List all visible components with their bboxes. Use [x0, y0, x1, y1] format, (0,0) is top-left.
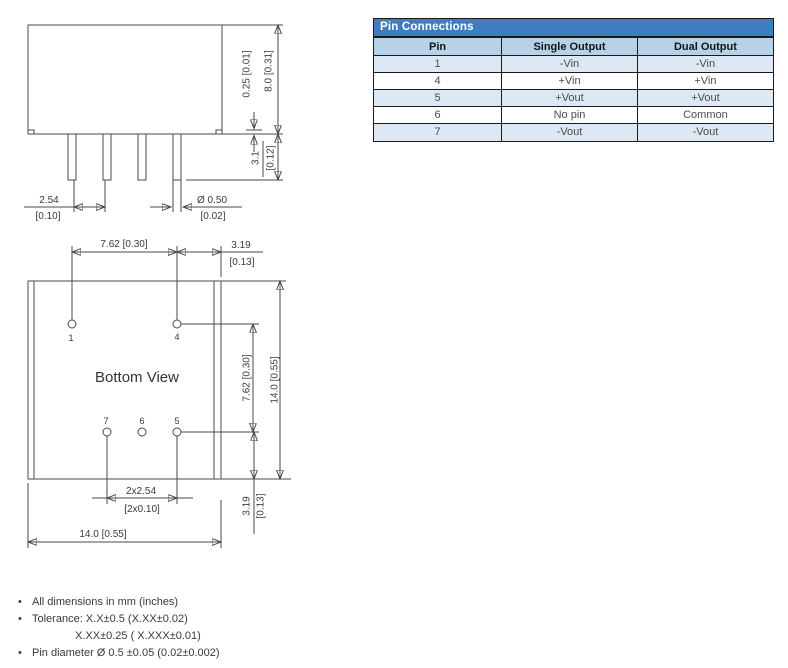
- column-header-dual-output: Dual Output: [636, 37, 773, 56]
- dim-standoff: 0.25 [0.01]: [242, 50, 253, 97]
- module-body-notches: [28, 129, 222, 134]
- dim-bottom-overall: 14.0 [0.55]: [79, 529, 126, 540]
- note-tolerance: • Tolerance: X.X±0.5 (X.XX±0.02): [18, 612, 418, 626]
- table-row: 1 -Vin -Vin: [374, 55, 773, 73]
- cell-single-output: No pin: [501, 106, 638, 124]
- pin-7-hole: [102, 427, 112, 437]
- table-row: 6 No pin Common: [374, 106, 773, 124]
- pin-4-label: 4: [174, 332, 179, 342]
- table-header-row: Pin Single Output Dual Output: [374, 37, 773, 56]
- notes-section: • All dimensions in mm (inches) • Tolera…: [18, 595, 418, 663]
- column-header-single-output: Single Output: [501, 37, 638, 56]
- cell-dual-output: -Vin: [636, 55, 773, 73]
- cell-pin: 4: [374, 72, 503, 90]
- cell-dual-output: -Vout: [636, 123, 773, 141]
- pin-6-label: 6: [139, 416, 144, 426]
- cell-dual-output: +Vout: [636, 89, 773, 107]
- bottom-view-dim-lines: [28, 246, 291, 548]
- dim-pin-pitch-mm: 2.54: [39, 195, 59, 206]
- dim-pin-pitch-in: [0.10]: [35, 211, 60, 222]
- cell-pin: 1: [374, 55, 503, 73]
- cell-single-output: +Vout: [501, 89, 638, 107]
- dim-top-right-in: [0.13]: [229, 257, 254, 268]
- note-pin-diameter: • Pin diameter Ø 0.5 ±0.05 (0.02±0.002): [18, 646, 418, 660]
- bottom-view-label: Bottom View: [95, 369, 179, 386]
- pin-connections-title: Pin Connections: [374, 19, 773, 37]
- pin-1-hole: [67, 319, 77, 329]
- dim-pin-dia-in: [0.02]: [200, 211, 225, 222]
- cell-pin: 5: [374, 89, 503, 107]
- note-dimensions: • All dimensions in mm (inches): [18, 595, 418, 609]
- cell-dual-output: +Vin: [636, 72, 773, 90]
- note-tolerance-line2: X.XX±0.25 ( X.XXX±0.01): [75, 630, 201, 642]
- dim-right-outer: 14.0 [0.55]: [270, 356, 281, 403]
- side-view-drawing: 2.54 [0.10] Ø 0.50 [0.02] 0.25 [0.01] 8.…: [24, 0, 283, 222]
- cell-single-output: +Vin: [501, 72, 638, 90]
- note-tolerance-text: Tolerance: X.X±0.5 (X.XX±0.02): [32, 613, 188, 625]
- dim-body-height: 8.0 [0.31]: [264, 50, 275, 92]
- module-body: [27, 24, 223, 135]
- bullet-icon: •: [18, 647, 22, 659]
- dim-pin-length-in: [0.12]: [266, 145, 277, 170]
- dim-right-inner: 7.62 [0.30]: [242, 354, 253, 401]
- dim-pin-length-mm: 3.1: [251, 151, 262, 165]
- dim-top-pitch: 7.62 [0.30]: [100, 239, 147, 250]
- module-pins: [67, 133, 182, 181]
- module-outline: [27, 280, 222, 480]
- side-view-bottom-dim-lines: [24, 180, 242, 212]
- pin-1-label: 1: [68, 333, 73, 343]
- dim-bottom-right-mm: 3.19: [242, 496, 253, 516]
- pin-7-label: 7: [103, 416, 108, 426]
- pin-5-hole: [172, 427, 182, 437]
- pin-6-hole: [137, 427, 147, 437]
- note-dimensions-text: All dimensions in mm (inches): [32, 596, 179, 608]
- bottom-view-drawing: Bottom View 1 4 7 6 5: [0, 239, 291, 548]
- note-pin-diameter-text: Pin diameter Ø 0.5 ±0.05 (0.02±0.002): [32, 647, 220, 659]
- cell-pin: 6: [374, 106, 503, 124]
- table-row: 4 +Vin +Vin: [374, 72, 773, 90]
- pin-5-label: 5: [174, 416, 179, 426]
- dim-bottom-pins-mm: 2x2.54: [126, 486, 156, 497]
- pin-4-hole: [172, 319, 182, 329]
- bullet-icon: •: [18, 596, 22, 608]
- cell-dual-output: Common: [636, 106, 773, 124]
- dim-top-right-mm: 3.19: [231, 240, 251, 251]
- cell-single-output: -Vout: [501, 123, 638, 141]
- side-view-dim-lines: [186, 25, 283, 180]
- dim-bottom-pins-in: [2x0.10]: [124, 504, 160, 515]
- cell-single-output: -Vin: [501, 55, 638, 73]
- module-outline-inner-lines: [33, 281, 215, 479]
- table-row: 5 +Vout +Vout: [374, 89, 773, 107]
- column-header-pin: Pin: [374, 37, 503, 56]
- pin-connections-table: Pin Connections Pin Single Output Dual O…: [373, 18, 774, 142]
- cell-pin: 7: [374, 123, 503, 141]
- bullet-icon: •: [18, 613, 22, 625]
- table-row: 7 -Vout -Vout: [374, 123, 773, 141]
- dim-bottom-right-in: [0.13]: [256, 493, 267, 518]
- dim-pin-dia-mm: Ø 0.50: [197, 195, 227, 206]
